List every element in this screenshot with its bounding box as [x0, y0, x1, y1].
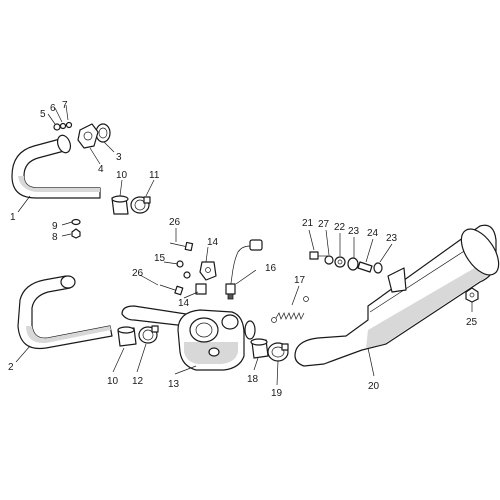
upper-clamp	[130, 196, 151, 214]
callout-13: 13	[168, 379, 180, 390]
callout-10-lower: 10	[107, 376, 119, 387]
callout-23-left: 23	[348, 226, 360, 237]
callout-18: 18	[247, 374, 259, 385]
silencer-pin	[357, 261, 373, 273]
callout-1: 1	[10, 212, 16, 223]
callout-10-upper: 10	[116, 170, 128, 181]
callout-12: 12	[132, 376, 144, 387]
mounting-bracket	[195, 261, 217, 295]
washer-set	[176, 260, 191, 279]
callout-14-upper: 14	[207, 237, 219, 248]
callout-23-right: 23	[386, 233, 398, 244]
callout-5: 5	[40, 109, 46, 120]
callout-19: 19	[271, 388, 283, 399]
callout-2: 2	[8, 362, 14, 373]
callout-14-lower: 14	[178, 298, 190, 309]
callout-9: 9	[52, 221, 58, 232]
silencer	[294, 224, 500, 367]
spring	[271, 296, 309, 323]
callout-26-lower: 26	[132, 268, 144, 279]
flange-nut	[53, 121, 73, 131]
silencer-clamp	[267, 342, 289, 362]
callout-8: 8	[52, 232, 58, 243]
lower-header-pipe	[17, 275, 113, 350]
silencer-washer	[324, 255, 334, 265]
callout-21: 21	[302, 218, 314, 229]
lower-clamp	[138, 325, 159, 344]
leader-lines	[15, 104, 473, 386]
exhaust-flange	[77, 123, 99, 149]
lower-sleeve	[117, 326, 137, 347]
callout-25: 25	[466, 317, 478, 328]
nut-washer	[71, 218, 81, 239]
callout-labels: 1 2 3 4 5 6 7 8 9 10 10 11 12 13 14 14 1…	[8, 100, 478, 399]
callout-26-upper: 26	[169, 217, 181, 228]
oxygen-sensor	[225, 239, 263, 300]
upper-header-pipe	[11, 134, 101, 199]
callout-3: 3	[116, 152, 122, 163]
collector-box	[121, 305, 256, 371]
upper-bolt	[169, 241, 194, 252]
callout-22: 22	[334, 222, 346, 233]
silencer-bush	[334, 256, 346, 268]
callout-20: 20	[368, 381, 380, 392]
lower-bolt	[159, 284, 184, 296]
callout-6: 6	[50, 103, 56, 114]
callout-7: 7	[62, 100, 68, 111]
callout-16: 16	[265, 263, 277, 274]
callout-24: 24	[367, 228, 379, 239]
callout-27: 27	[318, 219, 330, 230]
callout-17: 17	[294, 275, 306, 286]
callout-15: 15	[154, 253, 166, 264]
upper-sleeve	[111, 195, 129, 215]
silencer-sleeve	[250, 338, 269, 359]
callout-11: 11	[149, 170, 160, 181]
silencer-spacer	[347, 257, 383, 274]
callout-4: 4	[98, 164, 104, 175]
silencer-nut	[465, 287, 479, 303]
